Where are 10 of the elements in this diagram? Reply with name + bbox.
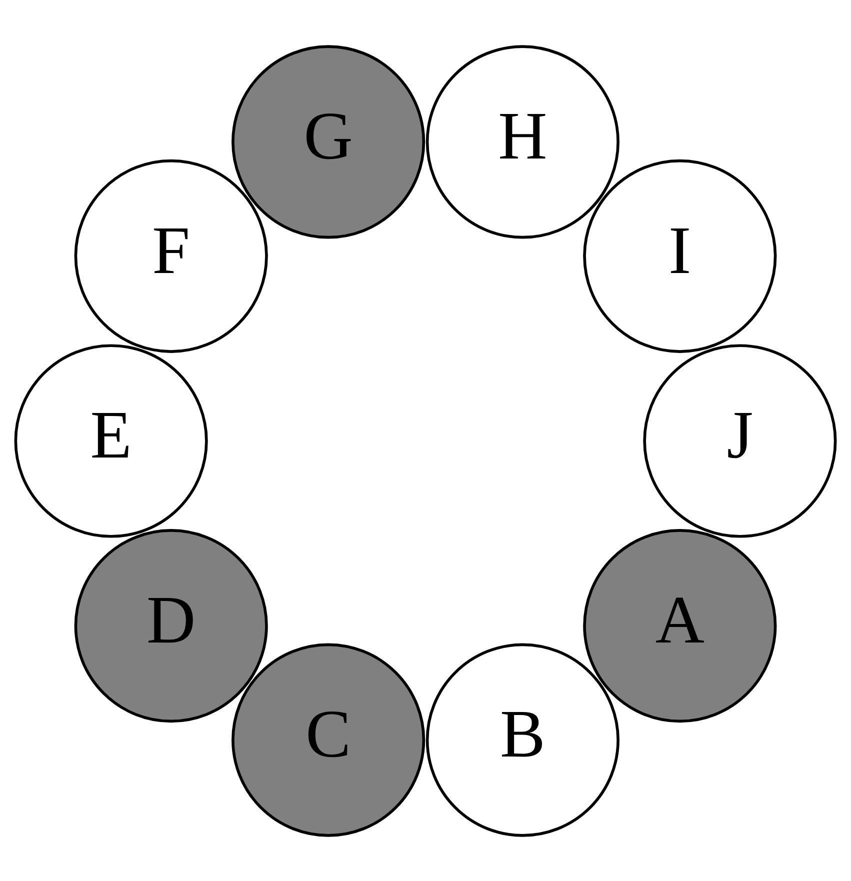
node-circle: G xyxy=(232,44,426,238)
node-circle: I xyxy=(583,158,777,352)
node-circle: A xyxy=(583,528,777,722)
node-circle: H xyxy=(426,44,620,238)
node-circle: D xyxy=(74,528,268,722)
node-circle: F xyxy=(74,158,268,352)
node-circle: J xyxy=(643,344,837,538)
node-circle: B xyxy=(426,642,620,836)
node-circle: C xyxy=(232,642,426,836)
node-circle: E xyxy=(14,344,208,538)
